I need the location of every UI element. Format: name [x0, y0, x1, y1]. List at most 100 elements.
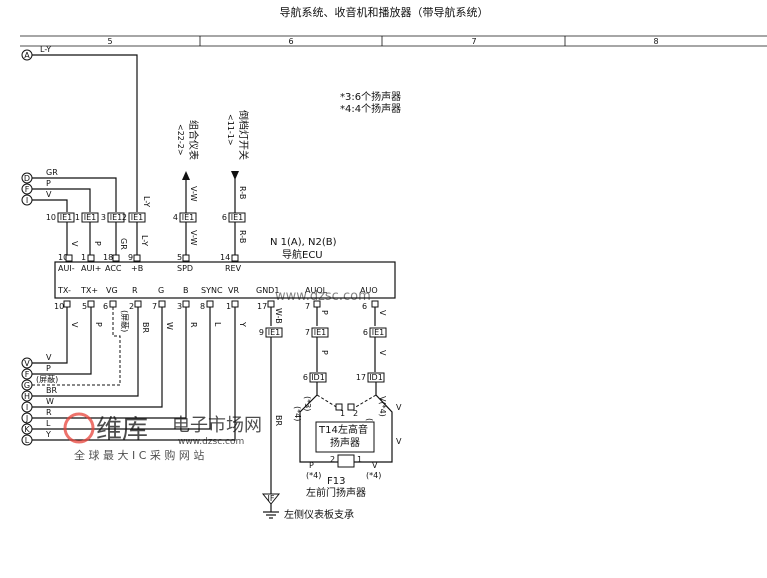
watermark-url: www.dzsc.com: [178, 437, 244, 447]
out-i-letter: I: [26, 403, 28, 412]
top-pin-label: AUI-: [58, 264, 75, 273]
top-pin-label: +B: [131, 264, 143, 273]
star4-door-right: (*4): [366, 471, 381, 480]
navigation-ecu: N 1(A), N2(B) 导航ECU 10 AUI- 1 AUI+ 18 AC…: [54, 237, 396, 311]
bottom-pin-num: 8: [200, 302, 205, 311]
star3-left: (*3): [303, 396, 312, 411]
left-output-wires: V P (屏蔽) BR W R L Y V V F P G (屏蔽) H BR …: [21, 307, 247, 446]
ie1-connectors-top-left: 10 IE1 1 IE1 3 IE1 2 IE1: [46, 212, 146, 223]
ie1-pin-4: 4: [173, 213, 178, 222]
ground-location: 左侧仪表板支承: [284, 508, 354, 521]
id1-tag: ID1: [311, 373, 325, 382]
bottom-pin-label: TX-: [57, 286, 71, 295]
input-d-letter: D: [24, 174, 30, 183]
out-j-color: R: [46, 408, 52, 417]
top-pin-label: SPD: [177, 264, 193, 273]
ie1-pin-6b: 6: [363, 328, 368, 337]
ie1-pin-10: 10: [46, 213, 56, 222]
combo-meter-ref: <22-2>: [176, 124, 185, 156]
terminal-a-letter: A: [24, 51, 30, 60]
watermark-brand-rest: 电子市场网: [172, 415, 262, 436]
out-h-color: BR: [46, 386, 57, 395]
watermark: 维库 电子市场网 www.dzsc.com 全 球 最 大 I C 采 购 网 …: [63, 289, 371, 462]
bottom-pin-label: SYNC: [201, 286, 223, 295]
input-i-letter: I: [26, 196, 28, 205]
diagram-title: 导航系统、收音机和播放器（带导航系统）: [280, 5, 489, 19]
ie1-pin-3: 3: [101, 213, 106, 222]
top-pin-num: 9: [128, 253, 133, 262]
bottom-pin-num: 1: [226, 302, 231, 311]
out-k-letter: K: [24, 425, 30, 434]
vstar-right: V(*4): [378, 396, 387, 417]
input-i-color: V: [46, 190, 52, 199]
ie1-pin-6: 6: [222, 213, 227, 222]
top-pin-label: ACC: [105, 264, 122, 273]
watermark-brand: 维库: [96, 415, 148, 445]
wire-ly-vertical: L-Y: [142, 196, 151, 207]
backup-switch-label: 倒档灯开关: [237, 110, 250, 160]
out-v-color: V: [46, 353, 52, 362]
bottom-pin-num: 2: [129, 302, 134, 311]
bottom-pin-label: VR: [228, 286, 239, 295]
wire-vw-upper: V-W: [189, 186, 198, 202]
bottom-pin-label: R: [132, 286, 138, 295]
top-pin-num: 10: [58, 253, 68, 262]
id1-tag: ID1: [369, 373, 383, 382]
wire-v-right2: V: [396, 437, 402, 446]
out-f-letter: F: [25, 370, 30, 379]
top-pin-num: 18: [103, 253, 113, 262]
backup-switch-ref: <11-1>: [226, 114, 235, 146]
note-six-speakers: *3:6个扬声器: [340, 90, 401, 103]
input-d-color: GR: [46, 168, 58, 177]
bottom-pin-label: GND1: [256, 286, 279, 295]
ie1-tag: IE1: [231, 213, 244, 222]
wire-v-door: V: [372, 461, 378, 470]
wire-v-b: V: [378, 350, 387, 356]
bottom-pin-label: VG: [106, 286, 118, 295]
id1-pin: 6: [303, 373, 308, 382]
out-v-letter: V: [24, 359, 30, 368]
wire-p-door: P: [309, 461, 314, 470]
grid-number-8: 8: [653, 37, 658, 46]
speaker-pin-1: 1: [340, 409, 345, 418]
wire-vw-lower: V-W: [189, 230, 198, 246]
tweeter-name2: 扬声器: [330, 436, 360, 449]
grid-number-5: 5: [107, 37, 112, 46]
wire-rw: R-B: [238, 186, 247, 199]
star4-left: (*4): [293, 406, 302, 421]
wire-color-p-top: P: [93, 241, 102, 246]
ie1-tag: IE1: [268, 328, 281, 337]
speaker-wiring: P 7 IE1 P V 6 IE1 V 6 ID1 17 ID1 (*3) (*…: [293, 307, 402, 499]
bottom-pin-num: 7: [305, 302, 310, 311]
ie1-tag: IE1: [60, 213, 73, 222]
top-pin-num: 1: [81, 253, 86, 262]
tweeter-code: T14: [318, 425, 338, 436]
bottom-pin-label: G: [158, 286, 164, 295]
ie1-pin-9: 9: [259, 328, 264, 337]
bottom-pin-num: 6: [103, 302, 108, 311]
combo-meter-branch: 组合仪表 <22-2> V-W 4 IE1 V-W: [173, 120, 200, 256]
ecu-code: N 1(A), N2(B): [270, 237, 337, 248]
watermark-slogan: 全 球 最 大 I C 采 购 网 站: [74, 448, 204, 462]
wire-color-v-out: V: [70, 322, 79, 328]
speaker-pin-2: 2: [353, 409, 358, 418]
backup-switch-branch: 倒档灯开关 <11-1> R-B 6 IE1 R-B: [222, 110, 250, 256]
bottom-pin-label: AUO: [360, 286, 378, 295]
input-f-color: P: [46, 179, 51, 188]
out-g-letter: G: [24, 381, 30, 390]
wire-color-l-out: L: [213, 322, 222, 327]
tweeter-name1: 左高音: [338, 423, 368, 436]
out-l-letter: L: [25, 436, 30, 445]
ie1-tag: IE1: [314, 328, 327, 337]
top-pin-num: 5: [177, 253, 182, 262]
top-pin-label: AUI+: [81, 264, 101, 273]
bottom-pin-num: 10: [54, 302, 64, 311]
wire-color-y-out: Y: [238, 321, 247, 327]
bottom-pin-num: 6: [362, 302, 367, 311]
wire-rb: R-B: [238, 230, 247, 243]
speaker-pin-2b: 2: [330, 455, 335, 464]
wire-br-ground: BR: [274, 415, 283, 426]
wire-a-ly: A L-Y L-Y: [21, 45, 151, 212]
ie1-pin-1: 1: [75, 213, 80, 222]
